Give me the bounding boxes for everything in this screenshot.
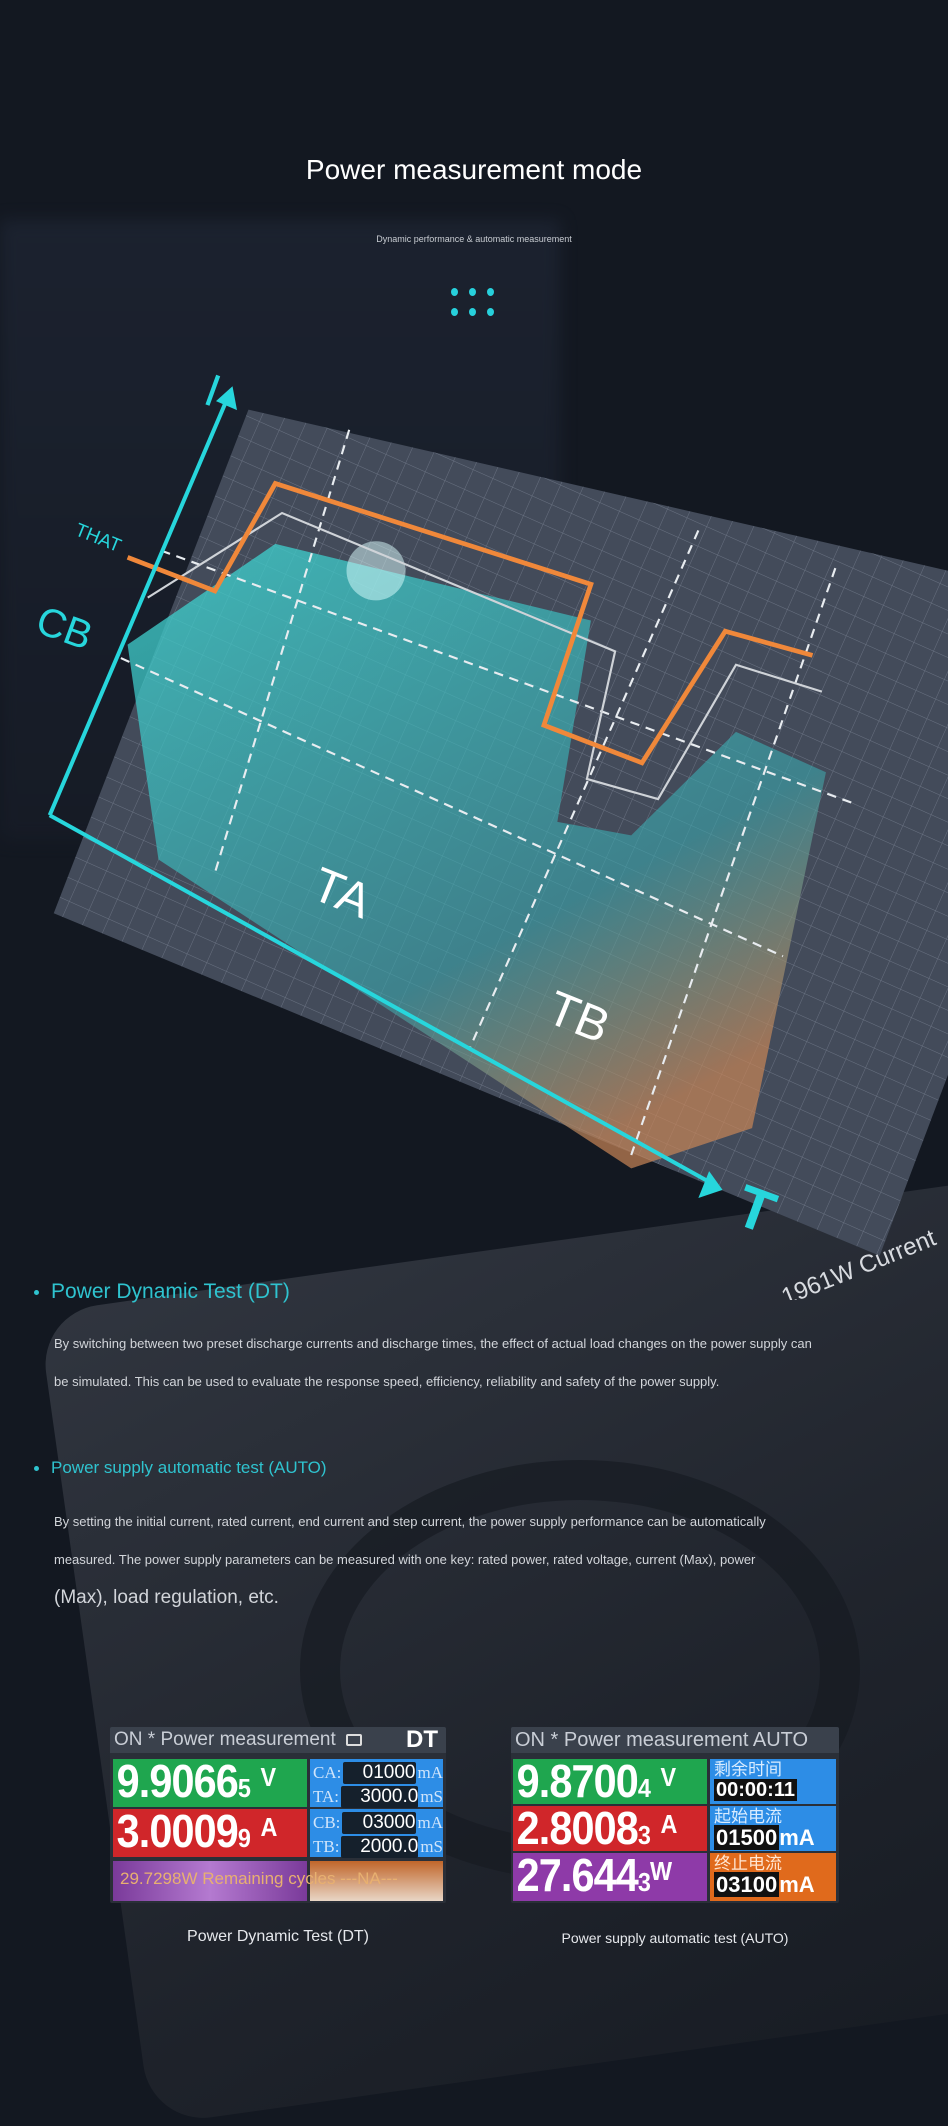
auto-screen: ON * Power measurement AUTO 9.87004 V 2.… — [511, 1727, 839, 1903]
heading-text: Power supply automatic test (AUTO) — [51, 1458, 327, 1477]
value: 2.8008 — [516, 1802, 639, 1854]
sub: 5 — [237, 1773, 251, 1803]
unit: mA — [779, 1825, 815, 1850]
sub: 9 — [237, 1823, 251, 1853]
header-text: ON * Power measurement — [114, 1729, 336, 1750]
unit: V — [260, 1762, 277, 1792]
current-readout: 3.00099 A — [113, 1808, 307, 1857]
label: 起始电流 — [714, 1807, 782, 1826]
dt-screen-header: ON * Power measurement DT — [110, 1727, 446, 1753]
value: 03100 — [714, 1872, 780, 1897]
value: 9.9066 — [116, 1755, 239, 1807]
unit: V — [660, 1762, 677, 1792]
unit: mA — [779, 1872, 815, 1897]
sub: 4 — [637, 1773, 651, 1803]
value: 01000 — [343, 1761, 416, 1784]
unit: A — [260, 1812, 278, 1842]
value: 27.644 — [516, 1849, 639, 1901]
voltage-readout: 9.87004 V — [513, 1758, 707, 1804]
heading-text: Power Dynamic Test (DT) — [51, 1280, 290, 1303]
value: 01500 — [714, 1825, 780, 1850]
end-current-panel: 终止电流 03100mA — [710, 1853, 836, 1901]
unit: A — [660, 1809, 678, 1839]
dt-caption: Power Dynamic Test (DT) — [187, 1928, 369, 1945]
text-line: By setting the initial current, rated cu… — [54, 1514, 766, 1529]
i-axis — [47, 395, 231, 816]
unit: mS — [420, 1836, 443, 1856]
unit: W — [649, 1856, 672, 1886]
auto-screen-header: ON * Power measurement AUTO — [511, 1727, 839, 1753]
unit: mA — [417, 1812, 444, 1832]
label: CA: — [313, 1762, 342, 1782]
page-title: Power measurement mode — [305, 154, 643, 185]
page-subtitle: Dynamic performance & automatic measurem… — [376, 234, 572, 244]
label: TB: — [313, 1836, 340, 1856]
unit: mS — [420, 1786, 443, 1806]
section-heading-dt: Power Dynamic Test (DT) — [34, 1280, 290, 1304]
status-text: 29.7298W Remaining cycles ---NA--- — [120, 1869, 398, 1888]
unlock-icon — [346, 1734, 362, 1746]
bullet-icon — [34, 1465, 39, 1471]
value: 3000.0 — [341, 1785, 419, 1808]
label-that: THAT — [72, 519, 125, 557]
label: 剩余时间 — [714, 1760, 782, 1779]
value: 9.8700 — [516, 1755, 639, 1807]
dots-decoration-icon — [451, 288, 499, 318]
remaining-time-panel: 剩余时间 00:00:11 — [710, 1759, 836, 1804]
section-text-dt: By switching between two preset discharg… — [54, 1334, 914, 1410]
label-cb: CB — [30, 597, 98, 658]
value: 3.0009 — [116, 1805, 239, 1857]
power-bar — [113, 1861, 307, 1901]
label: 终止电流 — [714, 1854, 782, 1873]
voltage-readout: 9.90665 V — [113, 1758, 307, 1807]
t-axis — [48, 813, 711, 1184]
text-line: be simulated. This can be used to evalua… — [54, 1374, 720, 1389]
current-line — [126, 480, 814, 766]
current-readout: 2.80083 A — [513, 1805, 707, 1851]
text-line: measured. The power supply parameters ca… — [54, 1552, 756, 1567]
text-line: By switching between two preset discharg… — [54, 1336, 812, 1351]
reference-line — [147, 511, 823, 801]
unit: mA — [417, 1762, 444, 1782]
label: CB: — [313, 1812, 341, 1832]
current-area — [127, 543, 826, 1169]
value: 00:00:11 — [714, 1779, 797, 1801]
value: 2000.0 — [341, 1835, 419, 1858]
auto-caption: Power supply automatic test (AUTO) — [561, 1930, 789, 1946]
start-current-panel: 起始电流 01500mA — [710, 1806, 836, 1851]
text-line: (Max), load regulation, etc. — [54, 1587, 279, 1608]
cycles-bar — [310, 1861, 443, 1901]
bullet-icon — [34, 1289, 39, 1295]
dynamic-test-illustration: I T THAT CB TA TB 1961W Current — [30, 364, 948, 1300]
section-heading-auto: Power supply automatic test (AUTO) — [34, 1458, 327, 1478]
label: TA: — [313, 1786, 340, 1806]
section-text-auto: By setting the initial current, rated cu… — [54, 1512, 914, 1626]
value: 03000 — [342, 1811, 416, 1834]
dt-screen: ON * Power measurement DT 9.90665 V 3.00… — [110, 1727, 446, 1903]
power-readout: 27.6443W — [513, 1852, 707, 1901]
mode-label: DT — [406, 1727, 438, 1753]
sub: 3 — [637, 1820, 651, 1850]
sub: 3 — [637, 1867, 651, 1897]
